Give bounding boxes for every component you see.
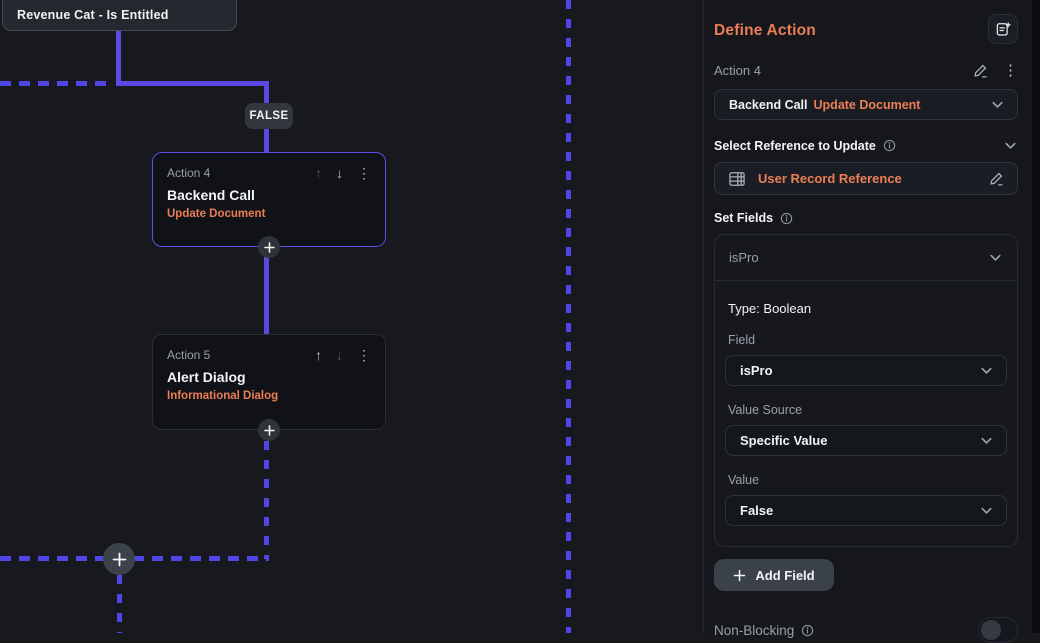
non-blocking-toggle[interactable] (978, 617, 1018, 643)
connector-dashed-center (566, 0, 571, 633)
chevron-down-icon (990, 254, 1001, 262)
panel-title: Define Action (714, 22, 816, 39)
table-icon (729, 171, 745, 186)
kebab-menu-icon[interactable]: ⋮ (357, 165, 371, 181)
node-title: Alert Dialog (167, 369, 246, 385)
value-source-dropdown[interactable]: Specific Value (725, 425, 1007, 456)
add-field-label: Add Field (755, 567, 815, 583)
connector-solid-horizontal (116, 81, 269, 86)
node-revenue-cat[interactable]: Revenue Cat - Is Entitled (2, 0, 237, 31)
branch-false-label: FALSE (245, 103, 293, 129)
add-action-button[interactable] (258, 419, 280, 441)
add-action-button[interactable] (258, 236, 280, 258)
action-menu-button[interactable]: ⋮ (1003, 62, 1018, 79)
connector-dashed-left (0, 81, 113, 86)
value-source-value: Specific Value (740, 433, 828, 448)
value-dropdown-value: False (740, 503, 774, 518)
add-note-button[interactable] (988, 14, 1018, 44)
connector-solid-vertical (116, 26, 121, 84)
connector-dashed-after-action5 (264, 441, 269, 559)
node-action-label: Action 5 (167, 348, 211, 362)
field-group: isPro Type: Boolean Field isPro Value So… (714, 234, 1018, 547)
move-up-icon[interactable]: ↑ (315, 347, 322, 363)
chevron-down-icon (981, 507, 992, 515)
chevron-down-icon (981, 437, 992, 445)
info-icon (883, 139, 896, 152)
value-source-label: Value Source (728, 403, 803, 417)
move-down-icon[interactable]: ↓ (336, 347, 343, 363)
field-label: Field (728, 333, 756, 347)
field-group-header[interactable]: isPro (715, 235, 1017, 281)
set-fields-label: Set Fields (714, 211, 774, 225)
move-down-icon[interactable]: ↓ (336, 165, 343, 181)
flow-canvas[interactable]: Revenue Cat - Is Entitled FALSE Action 4… (0, 0, 703, 633)
info-icon (780, 212, 793, 225)
value-label: Value (728, 473, 760, 487)
plus-icon (263, 424, 275, 436)
node-action-label: Action 4 (167, 166, 211, 180)
connector-solid-action4-action5 (264, 246, 269, 336)
reference-section-label: Select Reference to Update (714, 138, 876, 153)
action-type-value: Update Document (813, 97, 921, 112)
node-title: Revenue Cat - Is Entitled (17, 8, 169, 22)
node-action-5[interactable]: Action 5 ↑ ↓ ⋮ Alert Dialog Informationa… (152, 334, 386, 441)
branch-false-text: FALSE (249, 110, 289, 122)
scrollbar-track[interactable] (1032, 0, 1040, 633)
field-group-name: isPro (729, 250, 759, 265)
chevron-down-icon (981, 367, 992, 375)
connector-dashed-bottom-branch (117, 575, 122, 633)
field-dropdown-value: isPro (740, 363, 773, 378)
define-action-panel: Define Action Action 4 ⋮ Backend Call Up… (703, 0, 1032, 643)
plus-icon (112, 552, 126, 566)
rename-action-button[interactable] (972, 62, 989, 79)
action-type-category: Backend Call (729, 97, 808, 112)
action-type-dropdown[interactable]: Backend Call Update Document (714, 89, 1018, 120)
value-dropdown[interactable]: False (725, 495, 1007, 526)
info-icon (801, 624, 814, 637)
plus-icon (734, 569, 746, 581)
reference-selector[interactable]: User Record Reference (714, 162, 1018, 195)
node-action-4[interactable]: Action 4 ↑ ↓ ⋮ Backend Call Update Docum… (152, 152, 386, 258)
add-field-button[interactable]: Add Field (714, 559, 834, 591)
add-node-button[interactable] (103, 543, 135, 575)
node-subtitle: Update Document (167, 208, 266, 220)
non-blocking-label: Non-Blocking (714, 622, 795, 638)
field-type-text: Type: Boolean (728, 301, 812, 316)
edit-reference-button[interactable] (988, 170, 1005, 187)
plus-icon (263, 241, 275, 253)
edit-pencil-icon (974, 64, 987, 78)
chevron-down-icon (1005, 142, 1016, 150)
toggle-knob (981, 620, 1001, 640)
collapse-section-button[interactable] (1003, 138, 1018, 153)
node-title: Backend Call (167, 187, 255, 203)
kebab-menu-icon[interactable]: ⋮ (357, 347, 371, 363)
move-up-icon[interactable]: ↑ (315, 165, 322, 181)
note-add-icon (996, 22, 1011, 36)
action-header-label: Action 4 (714, 63, 761, 78)
node-subtitle: Informational Dialog (167, 390, 279, 402)
chevron-down-icon (992, 101, 1003, 109)
edit-pencil-icon (990, 172, 1003, 186)
field-dropdown[interactable]: isPro (725, 355, 1007, 386)
reference-value: User Record Reference (758, 171, 902, 186)
